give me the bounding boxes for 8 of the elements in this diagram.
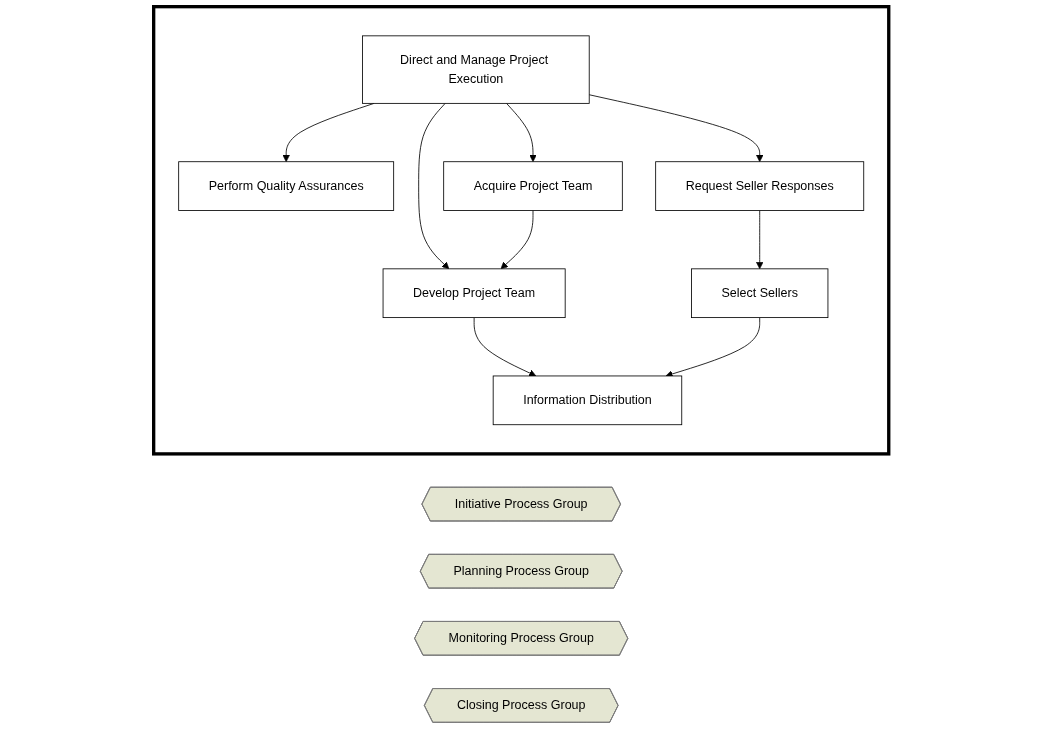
- node-box: Select Sellers: [690, 268, 829, 318]
- node-box: Direct and Manage Project Execution: [361, 35, 590, 104]
- node-box: Information Distribution: [492, 375, 682, 426]
- node-box: Request Seller Responses: [655, 161, 864, 211]
- node-box: Acquire Project Team: [443, 161, 623, 211]
- cluster: [151, 5, 891, 456]
- node-box: Develop Project Team: [382, 268, 566, 318]
- node-box: Perform Quality Assurances: [178, 161, 394, 211]
